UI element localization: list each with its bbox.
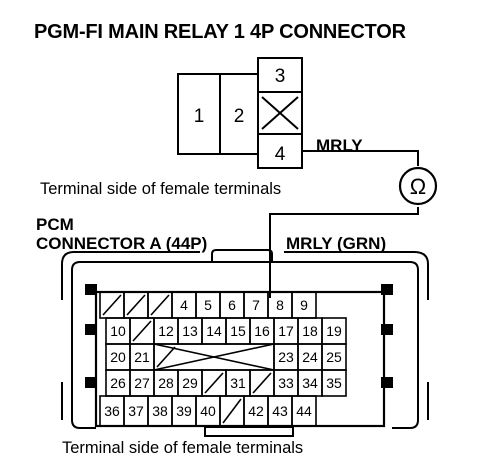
pcm-terminal-31: 31 xyxy=(230,375,246,391)
pcm-unused-block xyxy=(153,343,275,371)
meter-to-pcm-wire xyxy=(269,207,419,298)
pcm-unused-slash xyxy=(222,398,242,424)
pcm-connector-housing xyxy=(61,249,429,437)
ohmmeter-icon xyxy=(398,166,438,206)
pcm-unused-slash xyxy=(102,294,122,316)
pcm-terminal-13: 13 xyxy=(182,323,198,339)
pcm-unused-slash xyxy=(150,294,170,316)
pcm-terminal-38: 38 xyxy=(152,403,168,419)
pcm-wire-label: MRLY (GRN) xyxy=(286,234,387,253)
pcm-unused-slash xyxy=(204,372,224,394)
pcm-terminal-8: 8 xyxy=(276,297,284,313)
pcm-terminal-25: 25 xyxy=(326,349,342,365)
pcm-terminal-16: 16 xyxy=(254,323,270,339)
terminal-side-label-top: Terminal side of female terminals xyxy=(40,180,282,198)
pcm-terminal-19: 19 xyxy=(326,323,342,339)
terminal-side-label-bottom: Terminal side of female terminals xyxy=(62,439,304,457)
pcm-connector-label: CONNECTOR A (44P) xyxy=(36,234,208,253)
pcm-terminal-15: 15 xyxy=(230,323,246,339)
pcm-terminal-6: 6 xyxy=(228,297,236,313)
pcm-label: PCM xyxy=(36,215,74,234)
relay-pin-4: 4 xyxy=(275,144,286,165)
pcm-terminal-36: 36 xyxy=(104,403,120,419)
pcm-terminal-29: 29 xyxy=(182,375,198,391)
pcm-terminal-21: 21 xyxy=(134,349,150,365)
pcm-terminal-4: 4 xyxy=(180,297,188,313)
pcm-terminal-33: 33 xyxy=(278,375,294,391)
pcm-terminal-42: 42 xyxy=(248,403,264,419)
relay-signal-label: MRLY xyxy=(316,136,363,155)
pcm-terminal-10: 10 xyxy=(110,323,126,339)
relay-pin-1: 1 xyxy=(194,106,205,127)
pcm-terminal-27: 27 xyxy=(134,375,150,391)
pcm-terminal-18: 18 xyxy=(302,323,318,339)
pcm-terminal-17: 17 xyxy=(278,323,294,339)
pcm-terminal-35-cell xyxy=(321,369,347,397)
pcm-terminal-39: 39 xyxy=(176,403,192,419)
diagram-title: PGM-FI MAIN RELAY 1 4P CONNECTOR xyxy=(34,21,406,43)
pcm-unused-slash xyxy=(156,346,176,368)
pcm-terminal-35: 35 xyxy=(326,375,342,391)
relay-to-meter-wire xyxy=(302,150,419,166)
relay-pin-2: 2 xyxy=(234,106,245,127)
pcm-terminal-12: 12 xyxy=(158,323,174,339)
pcm-terminal-5: 5 xyxy=(204,297,212,313)
pcm-unused-cross xyxy=(153,343,275,371)
pcm-terminal-24: 24 xyxy=(302,349,318,365)
pcm-terminal-28: 28 xyxy=(158,375,174,391)
pcm-unused-slash xyxy=(126,294,146,316)
pcm-terminal-37: 37 xyxy=(128,403,144,419)
pcm-terminal-7: 7 xyxy=(252,297,260,313)
pcm-terminal-44-cell xyxy=(291,395,317,427)
pcm-terminal-23: 23 xyxy=(278,349,294,365)
pcm-terminal-14: 14 xyxy=(206,323,222,339)
pcm-terminal-44: 44 xyxy=(296,403,312,419)
pcm-terminal-43: 43 xyxy=(272,403,288,419)
pcm-terminal-34: 34 xyxy=(302,375,318,391)
relay-pin-3: 3 xyxy=(275,66,286,87)
pcm-unused-slash xyxy=(252,372,272,394)
pcm-terminal-40: 40 xyxy=(200,403,216,419)
pcm-unused-slash xyxy=(132,320,152,342)
pcm-terminal-26: 26 xyxy=(110,375,126,391)
ohm-symbol: Ω xyxy=(410,174,426,199)
pcm-terminal-9: 9 xyxy=(300,297,308,313)
pcm-terminal-20: 20 xyxy=(110,349,126,365)
